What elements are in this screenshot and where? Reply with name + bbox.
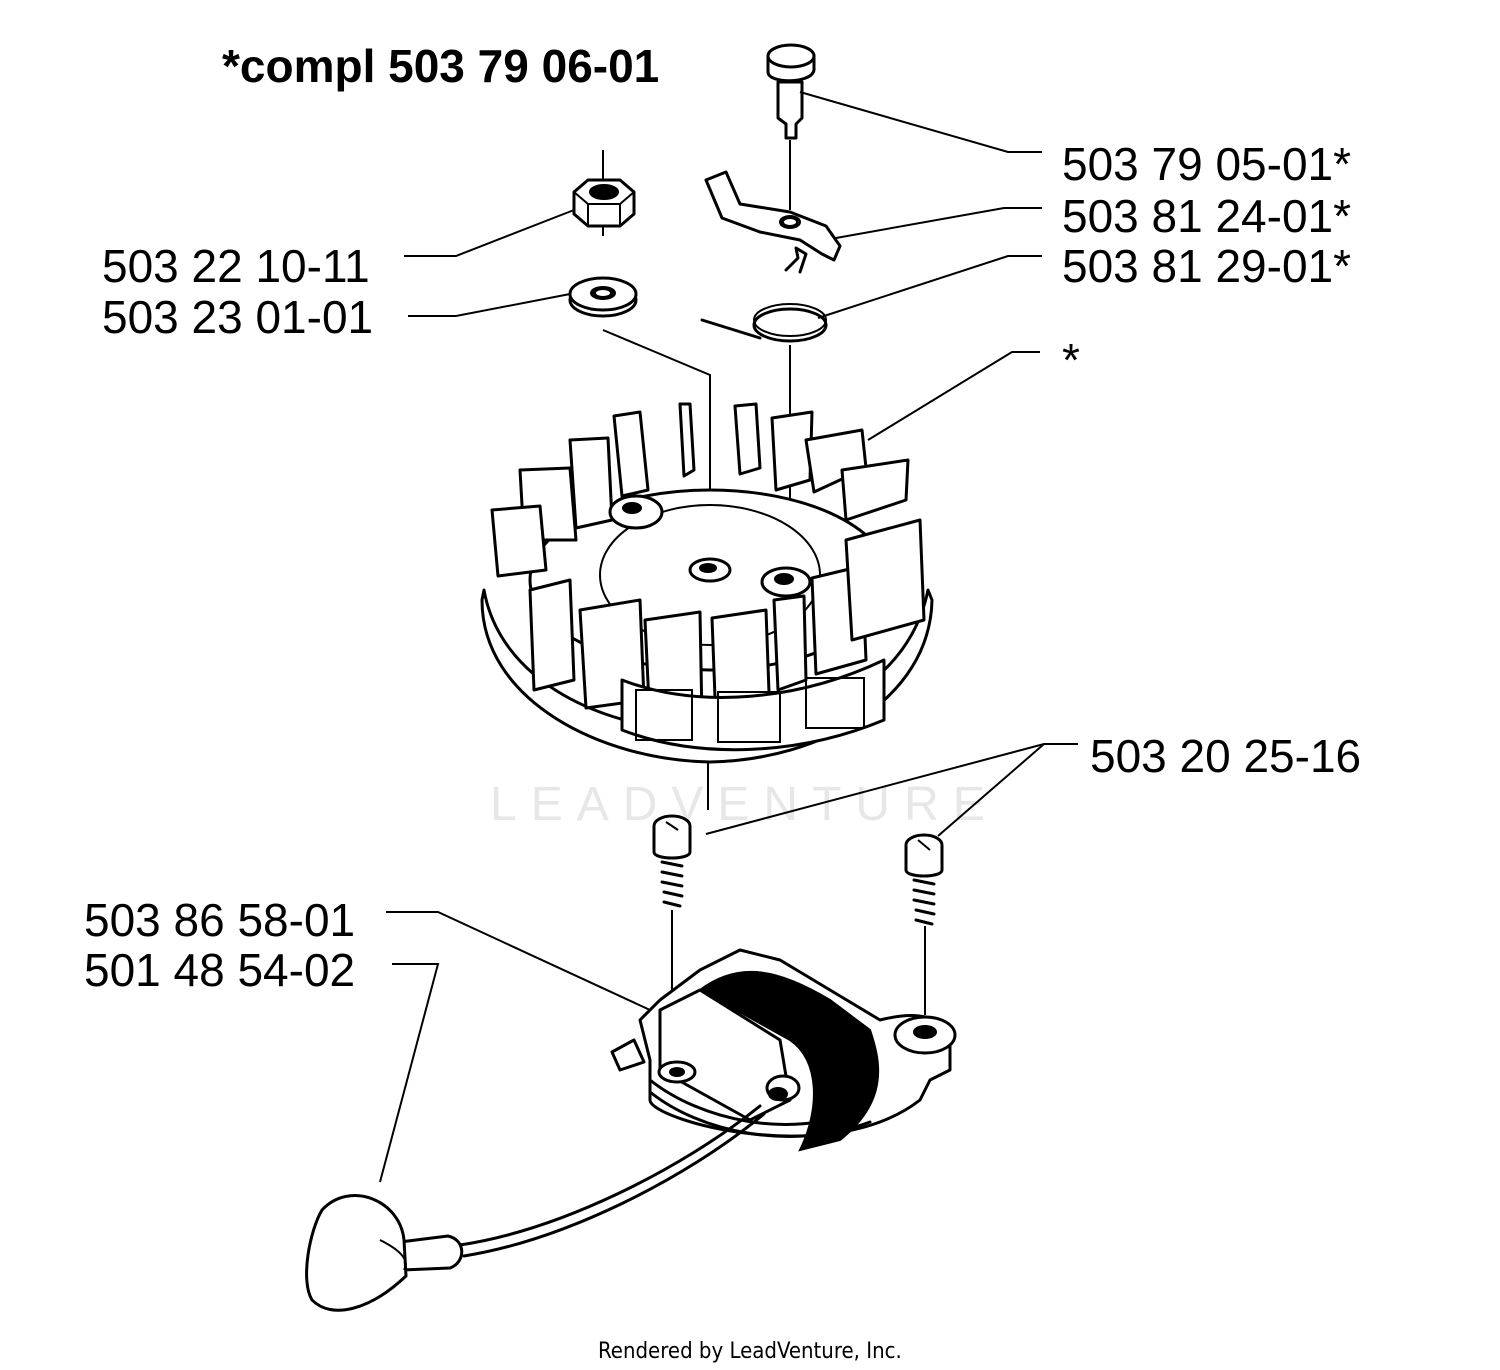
nut-part	[572, 150, 636, 236]
pawl-part	[704, 170, 842, 262]
label-flywheel: *	[1062, 334, 1080, 386]
credit-text: Rendered by LeadVenture, Inc.	[598, 1339, 902, 1364]
label-pin: 503 79 05-01*	[1062, 138, 1351, 190]
label-spring: 503 81 29-01*	[1062, 240, 1351, 292]
pin-part	[766, 43, 816, 210]
label-spark-cap: 501 48 54-02	[84, 944, 355, 996]
watermark-text: LEADVENTURE	[490, 778, 999, 831]
assembly-title: *compl 503 79 06-01	[222, 40, 659, 92]
spark-cap-part	[305, 1104, 766, 1312]
label-screws: 503 20 25-16	[1090, 730, 1361, 782]
label-washer: 503 23 01-01	[102, 291, 373, 343]
ignition-module-part	[610, 948, 957, 1152]
label-pawl: 503 81 24-01*	[1062, 190, 1351, 242]
leader-lines	[379, 91, 1078, 1183]
label-module: 503 86 58-01	[84, 894, 355, 946]
label-nut: 503 22 10-11	[102, 240, 370, 292]
screw-right-part	[904, 833, 944, 1015]
flywheel-part	[480, 402, 934, 810]
